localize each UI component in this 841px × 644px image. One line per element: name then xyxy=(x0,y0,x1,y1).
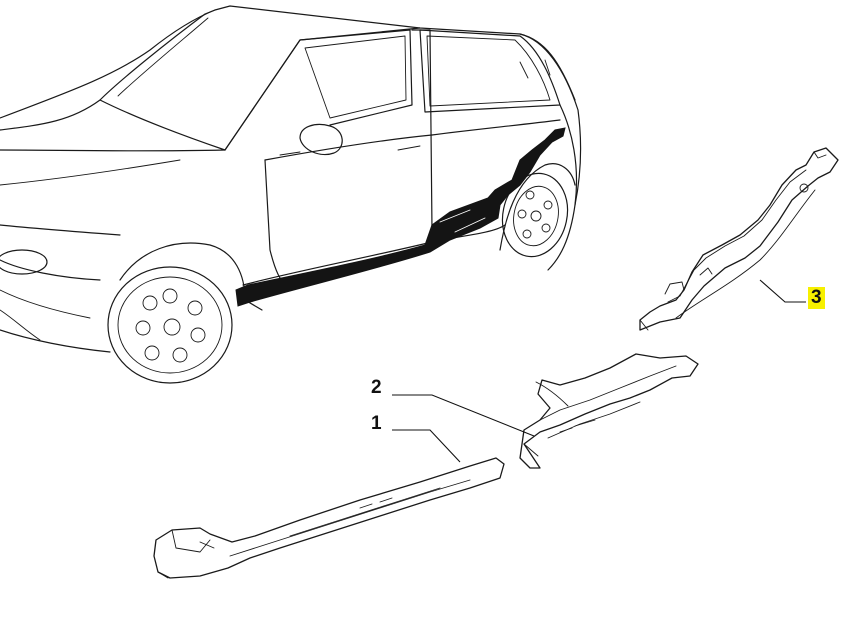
part-1-sill-trim-front xyxy=(153,457,505,579)
car-illustration xyxy=(0,5,582,384)
callout-part-1: 1 xyxy=(371,413,382,434)
leader-lines xyxy=(392,279,806,463)
callout-part-3: 3 xyxy=(808,287,825,309)
callout-part-2: 2 xyxy=(371,377,382,398)
part-3-rear-trim xyxy=(639,147,839,331)
part-2-sill-trim-rear xyxy=(519,353,699,469)
